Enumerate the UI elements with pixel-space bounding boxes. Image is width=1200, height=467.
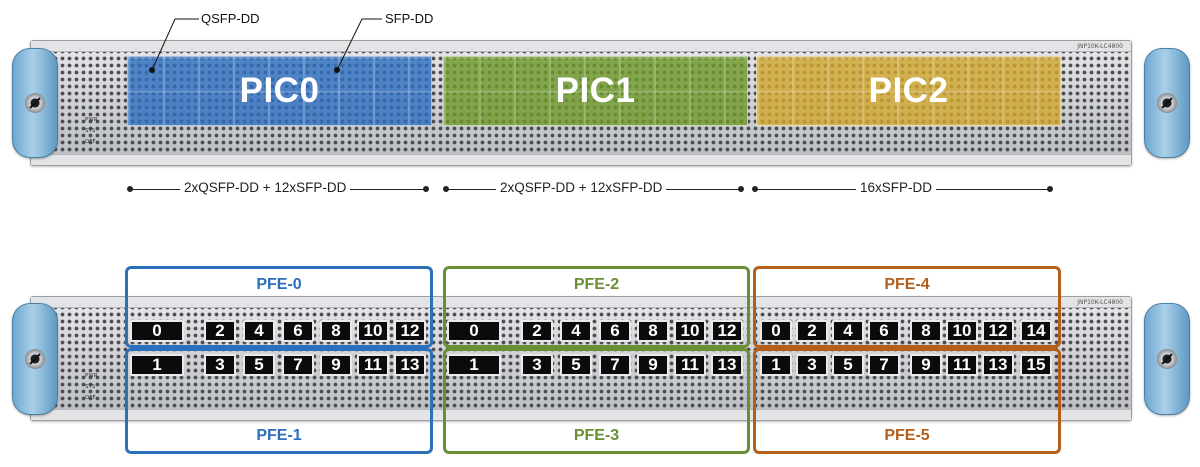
port: 15 [1020, 354, 1052, 376]
port: 12 [711, 320, 743, 342]
port: 13 [711, 354, 743, 376]
pic1-region: PIC1 [443, 56, 748, 126]
pfe-2-label: PFE-2 [573, 276, 620, 293]
port: 11 [674, 354, 706, 376]
pfe-5-box [753, 348, 1061, 454]
port: 7 [282, 354, 314, 376]
led-label-pwr: PWR [85, 117, 98, 123]
port: 8 [320, 320, 352, 342]
port: 11 [946, 354, 978, 376]
port: 3 [204, 354, 236, 376]
left-ejector-handle [12, 48, 58, 158]
pic0-config-label: 2xQSFP-DD + 12xSFP-DD [180, 180, 351, 195]
qsfp-leader-line [151, 18, 199, 71]
card-bottom-rim [31, 409, 1131, 420]
pfe-3-box [443, 348, 750, 454]
led-label-pwr: PWR [85, 373, 98, 379]
led-label-off: OFF [85, 139, 96, 145]
pic1-label: PIC1 [555, 71, 636, 110]
qsfp-leader-dot [149, 67, 155, 73]
port: 0 [130, 320, 184, 342]
qsfp-dd-callout: QSFP-DD [201, 11, 260, 26]
card-top-rim [31, 297, 1131, 308]
sfp-leader-dot [334, 67, 340, 73]
led-label-off: OFF [85, 395, 96, 401]
port: 2 [521, 320, 553, 342]
status-leds: PWR STS OFF [85, 115, 105, 148]
pfe-1-box [125, 348, 433, 454]
pic1-config-label: 2xQSFP-DD + 12xSFP-DD [496, 180, 667, 195]
port: 1 [447, 354, 501, 376]
port: 3 [796, 354, 828, 376]
port: 8 [637, 320, 669, 342]
pfe-0-label: PFE-0 [256, 276, 302, 293]
led-label-sts: STS [85, 128, 96, 134]
status-leds: PWR STS OFF [85, 371, 105, 404]
screw-icon [1157, 93, 1177, 113]
port: 7 [868, 354, 900, 376]
port: 6 [282, 320, 314, 342]
port: 14 [1020, 320, 1052, 342]
pic0-region: PIC0 [127, 56, 432, 126]
port: 2 [796, 320, 828, 342]
port: 10 [674, 320, 706, 342]
right-ejector-handle [1144, 48, 1190, 158]
pfe-1-label: PFE-1 [256, 427, 302, 444]
port: 13 [982, 354, 1014, 376]
port: 5 [832, 354, 864, 376]
port: 4 [243, 320, 275, 342]
pfe-4-label: PFE-4 [884, 276, 930, 293]
screw-icon [1157, 349, 1177, 369]
pfe-0-box [125, 266, 433, 348]
port: 0 [760, 320, 792, 342]
sfp-leader-line [336, 18, 382, 71]
port: 4 [832, 320, 864, 342]
port: 10 [357, 320, 389, 342]
card-model-label: JNP10K-LC4800 [1077, 299, 1123, 306]
port: 11 [357, 354, 389, 376]
sfp-dd-callout: SFP-DD [385, 11, 434, 26]
port: 0 [447, 320, 501, 342]
port: 8 [910, 320, 942, 342]
port: 5 [560, 354, 592, 376]
port: 12 [394, 320, 426, 342]
pfe-4-box [753, 266, 1061, 348]
card-bottom-rim [31, 154, 1131, 165]
port: 6 [868, 320, 900, 342]
port: 6 [599, 320, 631, 342]
port: 9 [910, 354, 942, 376]
led-label-sts: STS [85, 384, 96, 390]
pic2-region: PIC2 [756, 56, 1061, 126]
pic0-label: PIC0 [239, 71, 320, 110]
pfe-2-box [443, 266, 750, 348]
port: 9 [320, 354, 352, 376]
pfe-3-label: PFE-3 [573, 427, 620, 444]
port: 4 [560, 320, 592, 342]
port: 7 [599, 354, 631, 376]
callout-leaders [149, 18, 382, 73]
card-model-label: JNP10K-LC4800 [1077, 43, 1123, 50]
port: 5 [243, 354, 275, 376]
right-ejector-handle [1144, 303, 1190, 415]
screw-icon [25, 349, 45, 369]
left-ejector-handle [12, 303, 58, 415]
port: 13 [394, 354, 426, 376]
port: 3 [521, 354, 553, 376]
pic2-config-label: 16xSFP-DD [856, 180, 937, 195]
card-top-rim [31, 41, 1131, 52]
port: 9 [637, 354, 669, 376]
pfe-5-label: PFE-5 [884, 427, 930, 444]
port: 1 [130, 354, 184, 376]
port: 12 [982, 320, 1014, 342]
pic2-label: PIC2 [868, 71, 949, 110]
port: 1 [760, 354, 792, 376]
port: 2 [204, 320, 236, 342]
port: 10 [946, 320, 978, 342]
screw-icon [25, 93, 45, 113]
